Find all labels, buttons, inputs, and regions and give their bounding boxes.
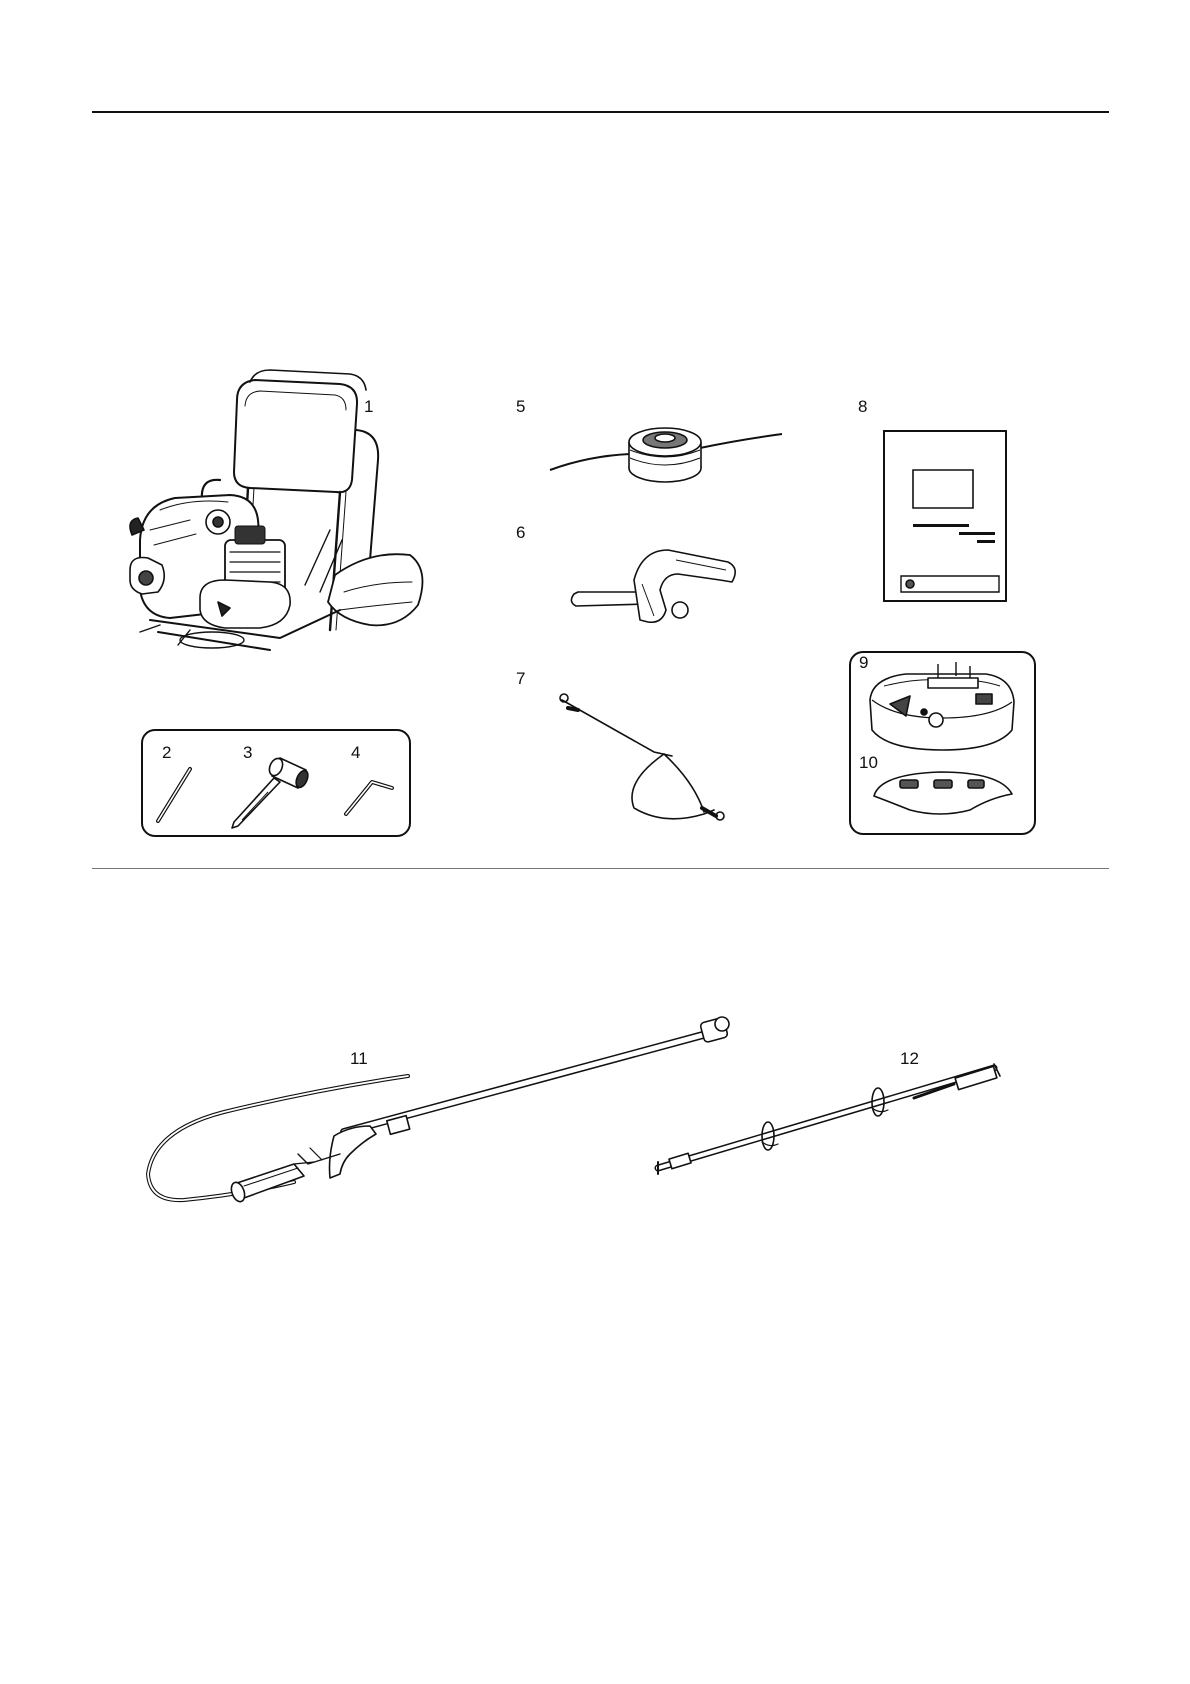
guard-illustration [866, 660, 1018, 752]
part-label-4: 4 [351, 744, 360, 762]
part-label-6: 6 [516, 524, 525, 542]
top-rule [92, 111, 1109, 113]
handle-bracket-illustration [568, 540, 738, 632]
spark-plug-wrench-illustration [228, 752, 310, 832]
guard-extension-illustration [870, 770, 1016, 820]
part-label-8: 8 [858, 398, 867, 416]
part-label-1: 1 [364, 398, 373, 416]
trimmer-line-head-illustration [548, 418, 784, 490]
instruction-manual-illustration [883, 430, 1007, 602]
middle-rule [92, 868, 1109, 869]
drive-shaft-illustration [654, 1058, 1010, 1180]
part-label-5: 5 [516, 398, 525, 416]
backpack-engine-unit-illustration [130, 370, 420, 700]
rod-tool-illustration [150, 765, 200, 827]
part-label-7: 7 [516, 670, 525, 688]
throttle-handle-tube-illustration [144, 1014, 734, 1208]
part-label-2: 2 [162, 744, 171, 762]
hex-key-illustration [340, 770, 400, 820]
strap-cord-illustration [554, 692, 754, 830]
